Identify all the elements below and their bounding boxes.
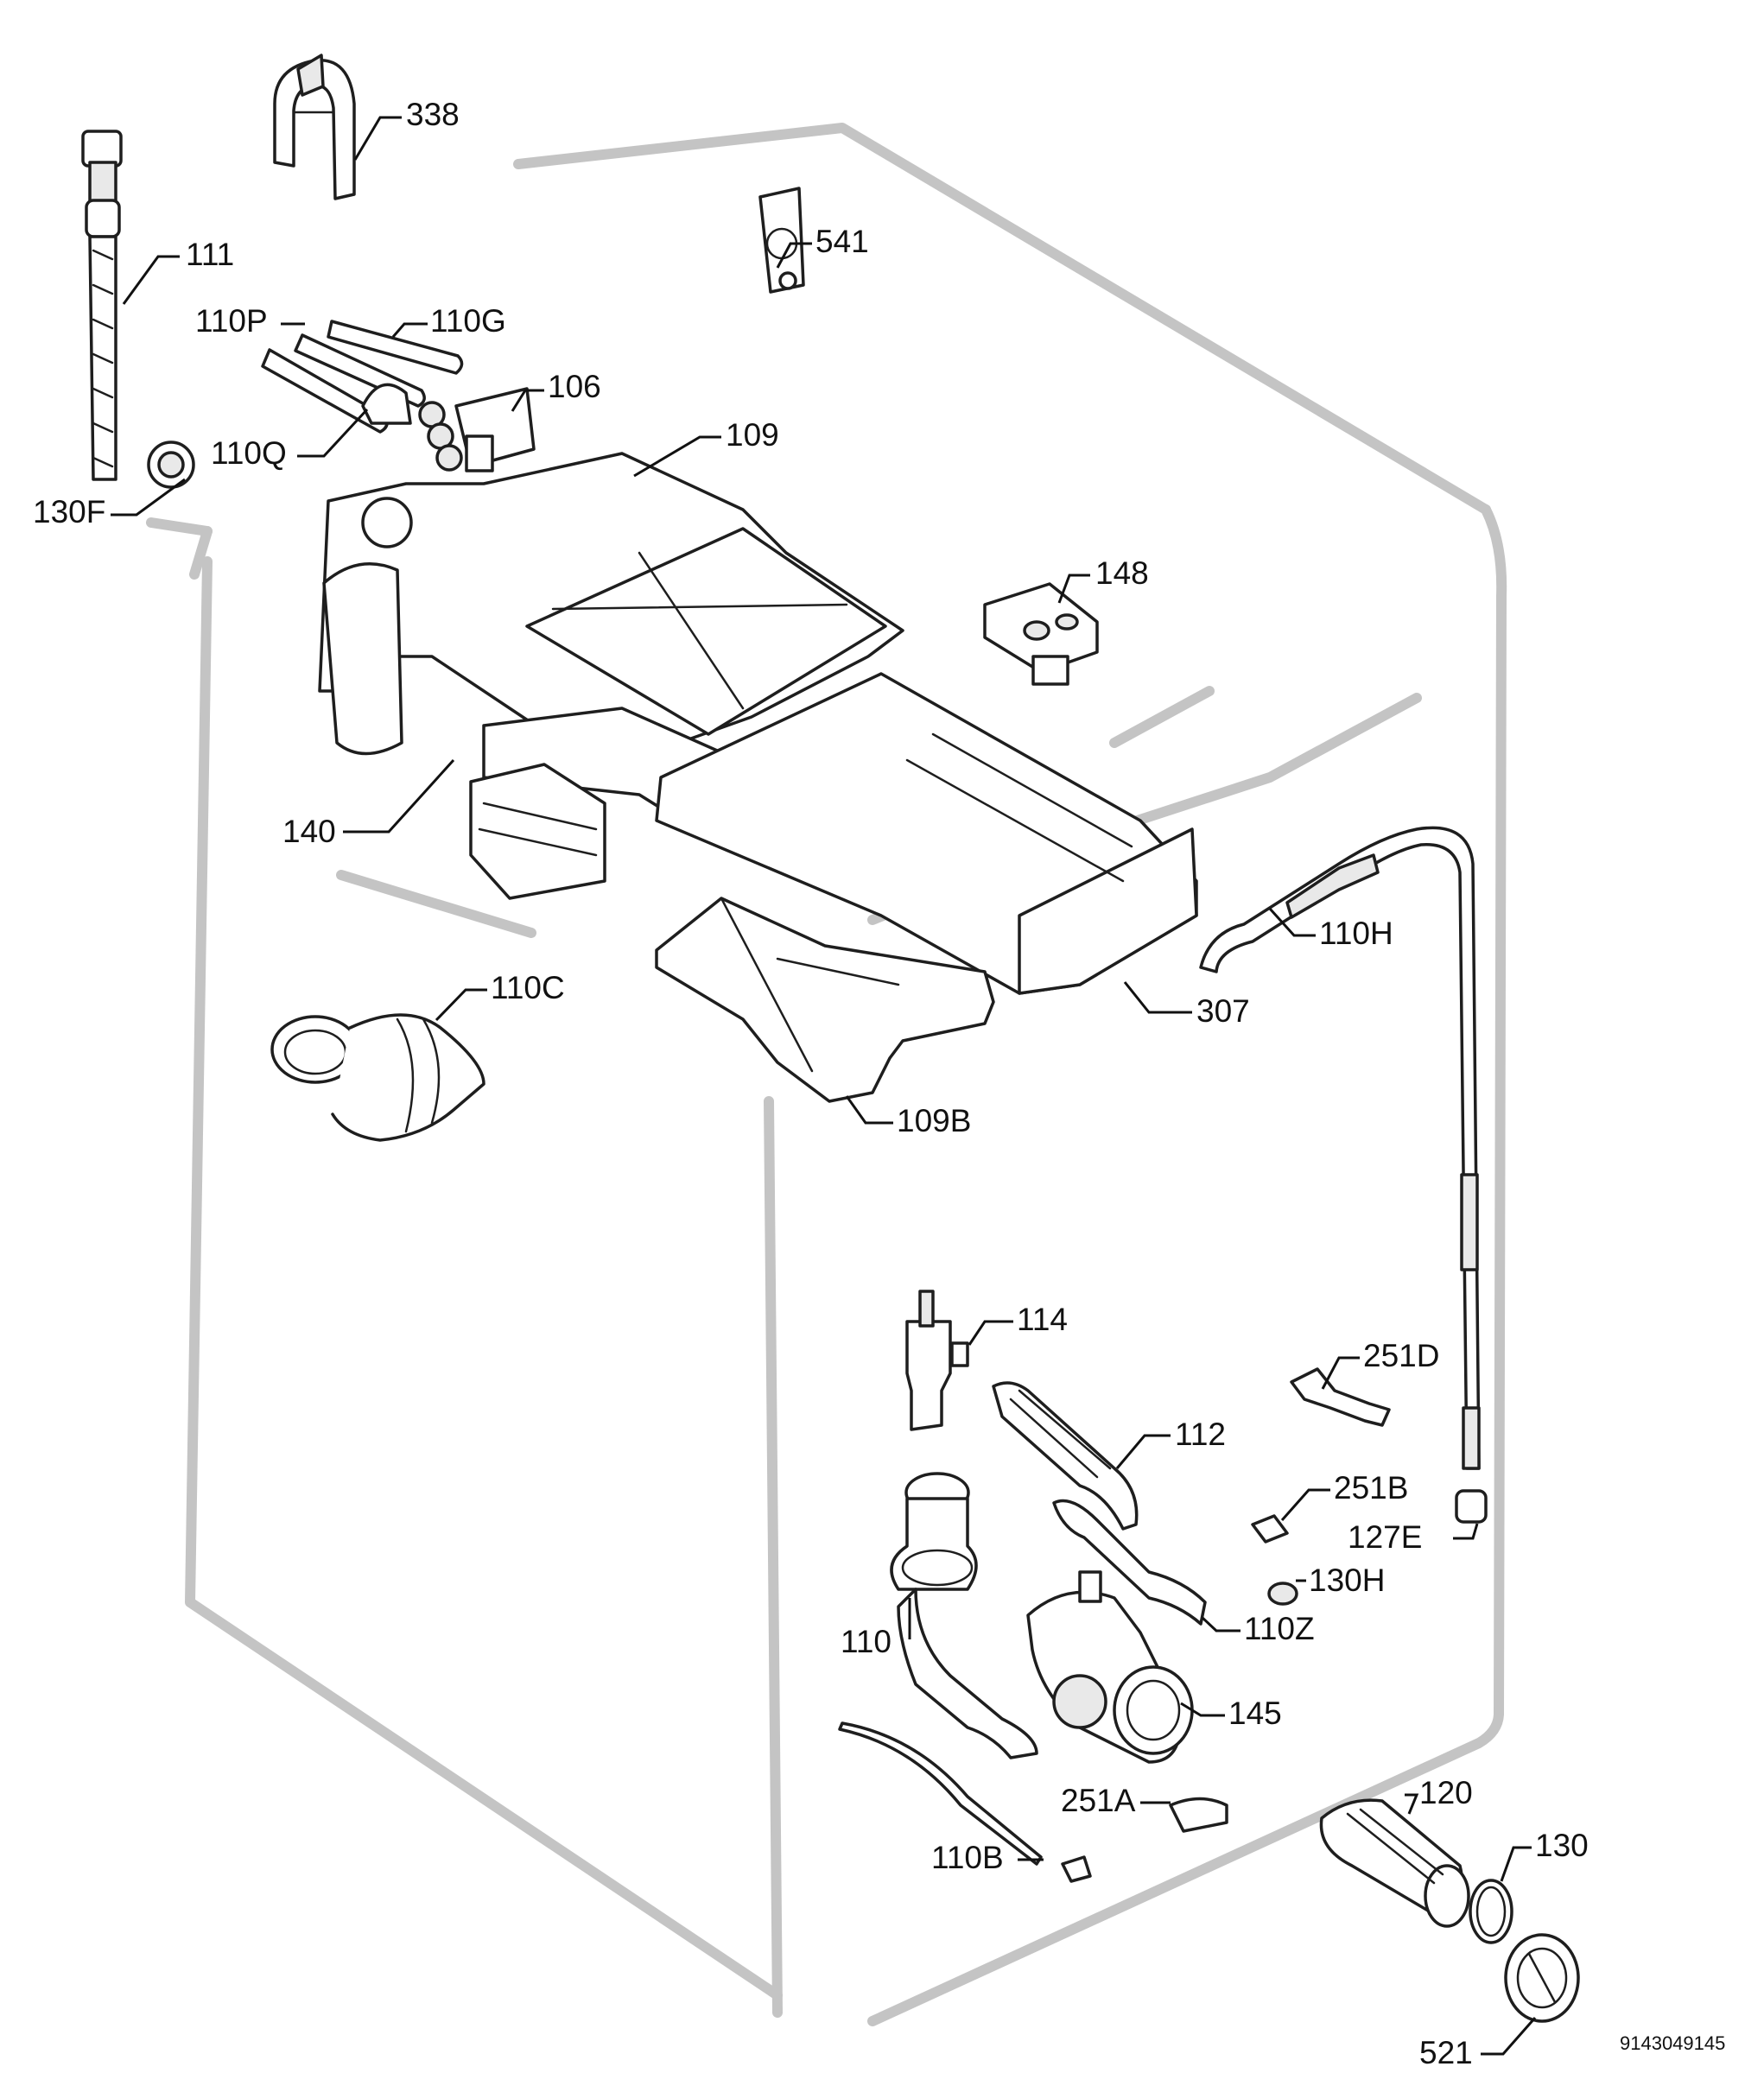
callout-114: 114 bbox=[1017, 1302, 1068, 1337]
dispenser-assembly-part bbox=[318, 383, 1198, 995]
bellows-part bbox=[270, 1013, 485, 1142]
callout-110G: 110G bbox=[430, 303, 506, 339]
callout-251B: 251B bbox=[1334, 1470, 1408, 1506]
drawer-front-part bbox=[655, 897, 995, 1103]
wire-part bbox=[838, 1721, 1092, 1883]
callout-127E: 127E bbox=[1348, 1519, 1422, 1555]
sump-hose-part bbox=[890, 1472, 1038, 1759]
callout-130: 130 bbox=[1535, 1828, 1589, 1863]
cap-part bbox=[147, 441, 195, 489]
parts-art bbox=[81, 54, 1580, 2023]
drain-hose-part bbox=[992, 1381, 1139, 1531]
leader-lines bbox=[111, 116, 1537, 2056]
callout-338: 338 bbox=[406, 97, 460, 132]
callout-112: 112 bbox=[1175, 1417, 1226, 1452]
small-parts bbox=[1169, 1367, 1488, 1833]
inlet-valve-part bbox=[418, 387, 536, 472]
hose-hook-part bbox=[273, 54, 356, 200]
callout-251D: 251D bbox=[1363, 1338, 1439, 1373]
callout-110B: 110B bbox=[931, 1840, 1004, 1875]
filter-part bbox=[1319, 1798, 1470, 1928]
callout-109: 109 bbox=[726, 417, 779, 453]
bracket-part bbox=[758, 187, 805, 294]
callout-307: 307 bbox=[1196, 993, 1250, 1029]
callout-labels: 338 111 541 110P 110G 106 110Q 109 130F … bbox=[33, 97, 1725, 2070]
inlet-hose-part bbox=[81, 130, 123, 481]
small-hose-part bbox=[1052, 1499, 1207, 1626]
callout-110C: 110C bbox=[491, 970, 565, 1005]
callout-106: 106 bbox=[548, 369, 601, 404]
holder-part bbox=[983, 582, 1099, 686]
document-id: 9143049145 bbox=[1620, 2032, 1725, 2054]
pump-part bbox=[1026, 1570, 1194, 1764]
drain-cap-part bbox=[1504, 1933, 1580, 2023]
callout-521: 521 bbox=[1419, 2035, 1473, 2070]
sensor-part bbox=[905, 1290, 969, 1431]
callout-110Z: 110Z bbox=[1244, 1611, 1315, 1646]
callout-145: 145 bbox=[1228, 1696, 1282, 1731]
callout-110H: 110H bbox=[1319, 916, 1393, 951]
long-hose-part bbox=[1199, 826, 1481, 1470]
callout-541: 541 bbox=[815, 224, 869, 259]
callout-140: 140 bbox=[282, 814, 336, 849]
callout-251A: 251A bbox=[1061, 1783, 1136, 1818]
callout-109B: 109B bbox=[897, 1103, 971, 1138]
callout-110P: 110P bbox=[195, 303, 268, 339]
callout-148: 148 bbox=[1095, 555, 1149, 591]
ring-part bbox=[1469, 1879, 1513, 1944]
callout-130F: 130F bbox=[33, 494, 105, 529]
callout-130H: 130H bbox=[1309, 1563, 1385, 1598]
callout-110Q: 110Q bbox=[211, 435, 287, 471]
callout-110: 110 bbox=[841, 1624, 892, 1659]
callout-120: 120 bbox=[1419, 1775, 1473, 1810]
callout-111: 111 bbox=[186, 237, 234, 272]
